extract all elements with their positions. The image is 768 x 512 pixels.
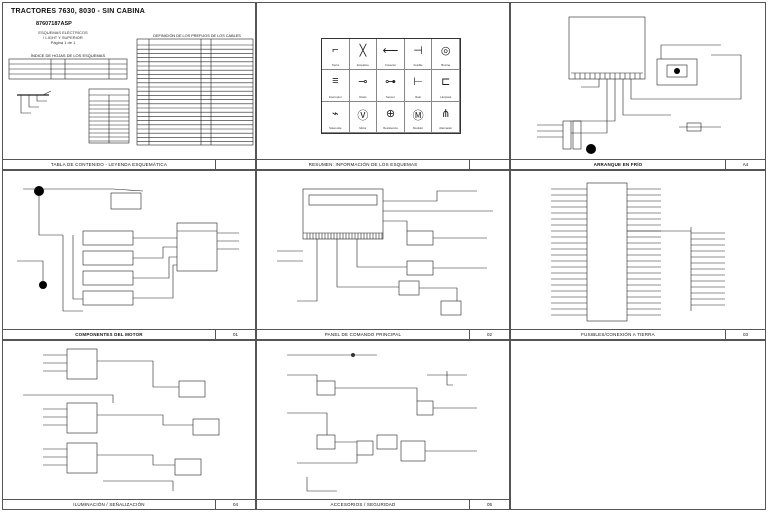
contents-tables bbox=[8, 38, 254, 146]
panel-symbol-legend: ⌐ Tierra ╳ Empalme ⟵ Conector ⊣ Fusible ◎ Bocina ≡… bbox=[256, 2, 510, 170]
symbol-glyph: ⋔ bbox=[441, 107, 451, 120]
symbol-cell: Ⓜ Medidor bbox=[404, 101, 433, 133]
cold-start-diagram bbox=[537, 16, 742, 154]
panel-caption: PANEL DE COMANDO PRINCIPAL bbox=[324, 332, 402, 337]
symbol-label: Conector bbox=[384, 63, 397, 68]
symbol-glyph: ⟵ bbox=[382, 45, 399, 57]
caption-bar: FUSIBLES/CONEXIÓN A TIERRA 03 bbox=[511, 329, 765, 339]
engine-diagram bbox=[17, 186, 239, 312]
panel-number: 05 bbox=[469, 500, 509, 509]
symbol-cell: ⌁ Solenoide bbox=[322, 101, 350, 133]
symbol-glyph: ⊶ bbox=[384, 76, 396, 89]
symbol-cell: ⊏ Lámpara bbox=[432, 70, 460, 102]
symbol-glyph: ⊢ bbox=[413, 76, 423, 89]
symbol-label: Lámpara bbox=[440, 94, 452, 99]
symbol-label: Medidor bbox=[413, 126, 424, 130]
lighting-diagram bbox=[23, 348, 220, 491]
panel-number: 01 bbox=[215, 330, 255, 339]
panel-caption: FUSIBLES/CONEXIÓN A TIERRA bbox=[581, 332, 655, 337]
symbol-label: Diodo bbox=[359, 94, 367, 99]
symbol-label: Fusible bbox=[413, 63, 423, 68]
symbol-label: Resistencia bbox=[383, 126, 398, 130]
panel-number: 03 bbox=[725, 330, 765, 339]
symbol-cell: ⊕ Resistencia bbox=[377, 101, 405, 133]
symbol-glyph: Ⓥ bbox=[357, 109, 369, 122]
subtitle-line-2: ! LIGHT Y SUPERIOR bbox=[43, 35, 83, 40]
symbol-glyph: ◎ bbox=[440, 45, 451, 57]
panel-number bbox=[215, 160, 255, 169]
panel-cold-start: ARRANQUE EN FRÍO A4 bbox=[510, 2, 766, 170]
caption-bar: PANEL DE COMANDO PRINCIPAL 02 bbox=[257, 329, 509, 339]
symbol-label: Tierra bbox=[331, 63, 339, 68]
symbol-glyph: ⌐ bbox=[332, 44, 339, 56]
symbol-cell: ⊸ Diodo bbox=[349, 70, 378, 102]
symbol-glyph: ⌁ bbox=[331, 107, 339, 120]
panel-engine-components: COMPONENTES DEL MOTOR 01 bbox=[2, 170, 256, 340]
defs-title: DEFINICIÓN DE LOS PREFIJOS DE LOS CABLES bbox=[153, 34, 241, 38]
panel-number: A4 bbox=[725, 160, 765, 169]
panel-caption: RESUMEN: INFORMACIÓN DE LOS ESQUEMAS bbox=[308, 162, 418, 167]
part-number: 87607187ASP bbox=[36, 21, 72, 27]
symbol-label: Motor bbox=[359, 126, 367, 130]
panel-blank bbox=[510, 340, 766, 510]
subtitle-line-1: ESQUEMAS ELÉCTRICOS bbox=[38, 30, 88, 35]
panel-caption: ACCESORIOS / SEGURIDAD bbox=[330, 502, 396, 507]
symbol-cell: ⊶ Sensor bbox=[377, 70, 405, 102]
symbol-glyph: ⊣ bbox=[413, 45, 423, 57]
symbol-label: Sensor bbox=[386, 94, 395, 99]
symbol-glyph: ⊸ bbox=[358, 76, 368, 89]
panel-main-control: PANEL DE COMANDO PRINCIPAL 02 bbox=[256, 170, 510, 340]
panel-caption: ILUMINACIÓN / SEÑALIZACIÓN bbox=[73, 502, 145, 507]
symbol-grid: ⌐ Tierra ╳ Empalme ⟵ Conector ⊣ Fusible ◎ Bocina ≡… bbox=[321, 38, 461, 134]
caption-bar: ARRANQUE EN FRÍO A4 bbox=[511, 159, 765, 169]
panel-caption: ARRANQUE EN FRÍO bbox=[593, 162, 643, 167]
symbol-label: Interruptor bbox=[328, 94, 342, 99]
symbol-label: Solenoide bbox=[329, 126, 342, 130]
symbol-label: Empalme bbox=[356, 63, 369, 68]
symbol-cell: ⟵ Conector bbox=[377, 39, 405, 71]
panel-table-of-contents: TRACTORES 7630, 8030 - SIN CABINA 876071… bbox=[2, 2, 256, 170]
index-title: ÍNDICE DE HOJAS DE LOS ESQUEMAS bbox=[30, 53, 106, 58]
symbol-glyph: ≡ bbox=[332, 75, 339, 88]
panel-number bbox=[469, 160, 509, 169]
symbol-label: Bocina bbox=[441, 63, 450, 68]
panel-caption: TABLA DE CONTENIDO - LEYENDA ESQUEMÁTICA bbox=[50, 162, 168, 167]
symbol-label: Relé bbox=[415, 94, 421, 99]
panel-fuses-ground: FUSIBLES/CONEXIÓN A TIERRA 03 bbox=[510, 170, 766, 340]
control-panel-diagram bbox=[277, 188, 493, 316]
symbol-cell: ⊣ Fusible bbox=[404, 39, 433, 71]
symbol-glyph: ⊕ bbox=[385, 107, 396, 120]
subtitle-line-3: Página 1 de 1 bbox=[50, 40, 76, 45]
caption-bar: RESUMEN: INFORMACIÓN DE LOS ESQUEMAS bbox=[257, 159, 509, 169]
symbol-cell: Ⓥ Motor bbox=[349, 101, 378, 133]
symbol-cell: ≡ Interruptor bbox=[322, 70, 350, 102]
caption-bar: ILUMINACIÓN / SEÑALIZACIÓN 04 bbox=[3, 499, 255, 509]
symbol-glyph: ╳ bbox=[359, 45, 367, 57]
caption-bar: COMPONENTES DEL MOTOR 01 bbox=[3, 329, 255, 339]
panel-lighting: ILUMINACIÓN / SEÑALIZACIÓN 04 bbox=[2, 340, 256, 510]
accessories-diagram bbox=[287, 353, 477, 492]
symbol-cell: ╳ Empalme bbox=[349, 39, 378, 71]
document-title: TRACTORES 7630, 8030 - SIN CABINA bbox=[11, 8, 146, 15]
symbol-cell: ⋔ Alternador bbox=[432, 101, 460, 133]
symbol-cell: ◎ Bocina bbox=[432, 39, 460, 71]
caption-bar: TABLA DE CONTENIDO - LEYENDA ESQUEMÁTICA bbox=[3, 159, 255, 169]
symbol-glyph: ⊏ bbox=[441, 76, 451, 89]
symbol-label: Alternador bbox=[439, 126, 453, 130]
symbol-cell: ⌐ Tierra bbox=[322, 39, 350, 71]
panel-caption: COMPONENTES DEL MOTOR bbox=[75, 332, 143, 337]
panel-number: 02 bbox=[469, 330, 509, 339]
symbol-cell: ⊢ Relé bbox=[404, 70, 433, 102]
caption-bar: ACCESORIOS / SEGURIDAD 05 bbox=[257, 499, 509, 509]
fuses-diagram bbox=[551, 182, 725, 322]
panel-accessories: ACCESORIOS / SEGURIDAD 05 bbox=[256, 340, 510, 510]
symbol-glyph: Ⓜ bbox=[412, 109, 424, 122]
panel-number: 04 bbox=[215, 500, 255, 509]
